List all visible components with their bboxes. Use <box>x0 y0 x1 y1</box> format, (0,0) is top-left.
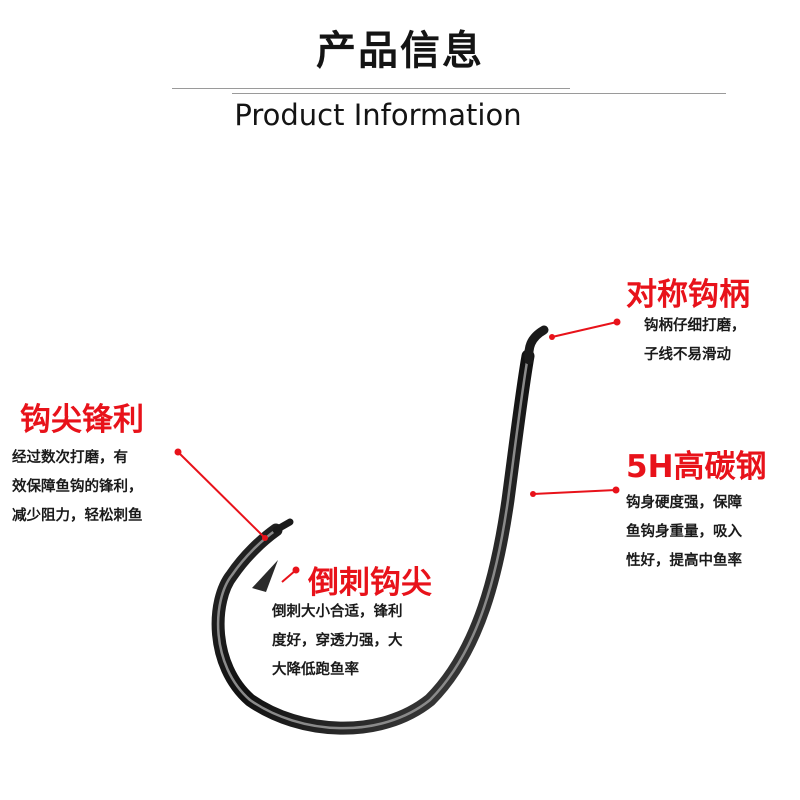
hook-shank-bend <box>524 325 549 365</box>
hook-highlight <box>216 354 530 730</box>
callout-point <box>174 448 268 541</box>
callout-steel <box>530 486 620 497</box>
feature-title-point: 钩尖锋利 <box>20 402 144 438</box>
title-divider <box>172 88 570 89</box>
callout-barb <box>281 566 300 583</box>
hook-barb <box>252 560 278 592</box>
feature-desc-shank: 钩柄仔细打磨， 子线不易滑动 <box>644 318 746 363</box>
callout-shank <box>549 318 621 340</box>
feature-desc-steel: 钩身硬度强，保障 鱼钩身重量，吸入 性好，提高中鱼率 <box>626 495 742 569</box>
feature-title-barb: 倒刺钩尖 <box>308 565 432 601</box>
feature-desc-point: 经过数次打磨，有 效保障鱼钩的锋利， 减少阻力，轻松刺鱼 <box>12 450 143 524</box>
page-subtitle: Product Information <box>234 98 522 132</box>
subtitle-divider <box>232 93 726 94</box>
feature-title-steel: 5H高碳钢 <box>626 449 767 485</box>
page-title: 产品信息 <box>316 28 484 74</box>
feature-title-shank: 对称钩柄 <box>626 277 750 313</box>
feature-desc-barb: 倒刺大小合适，锋利 度好，穿透力强，大 大降低跑鱼率 <box>272 604 403 678</box>
hook-point <box>272 518 294 534</box>
